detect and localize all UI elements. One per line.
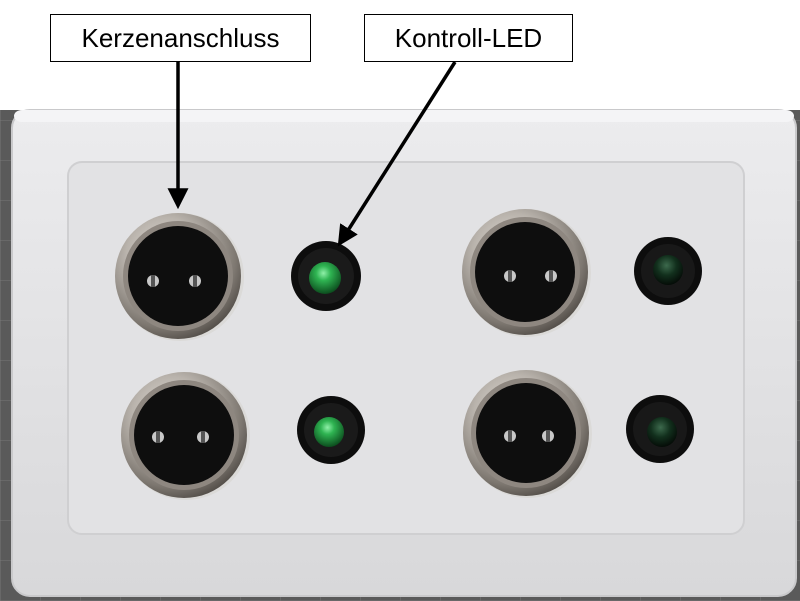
indicator-led-icon — [297, 396, 365, 464]
callout-label: Kontroll-LED — [394, 23, 543, 53]
connector-socket-icon — [463, 370, 592, 498]
connector-socket-icon — [121, 372, 250, 500]
indicator-led-icon — [634, 237, 702, 305]
arrow-icon — [337, 61, 457, 247]
connector-socket-icon — [462, 209, 591, 337]
indicator-led-icon — [291, 241, 361, 311]
callout-label: Kerzenanschluss — [81, 23, 280, 53]
connector-socket-icon — [115, 213, 244, 341]
enclosure-top-edge — [14, 110, 794, 122]
callout-kerzenanschluss: Kerzenanschluss — [50, 14, 311, 62]
callout-kontroll-led: Kontroll-LED — [364, 14, 573, 62]
indicator-led-icon — [626, 395, 694, 463]
